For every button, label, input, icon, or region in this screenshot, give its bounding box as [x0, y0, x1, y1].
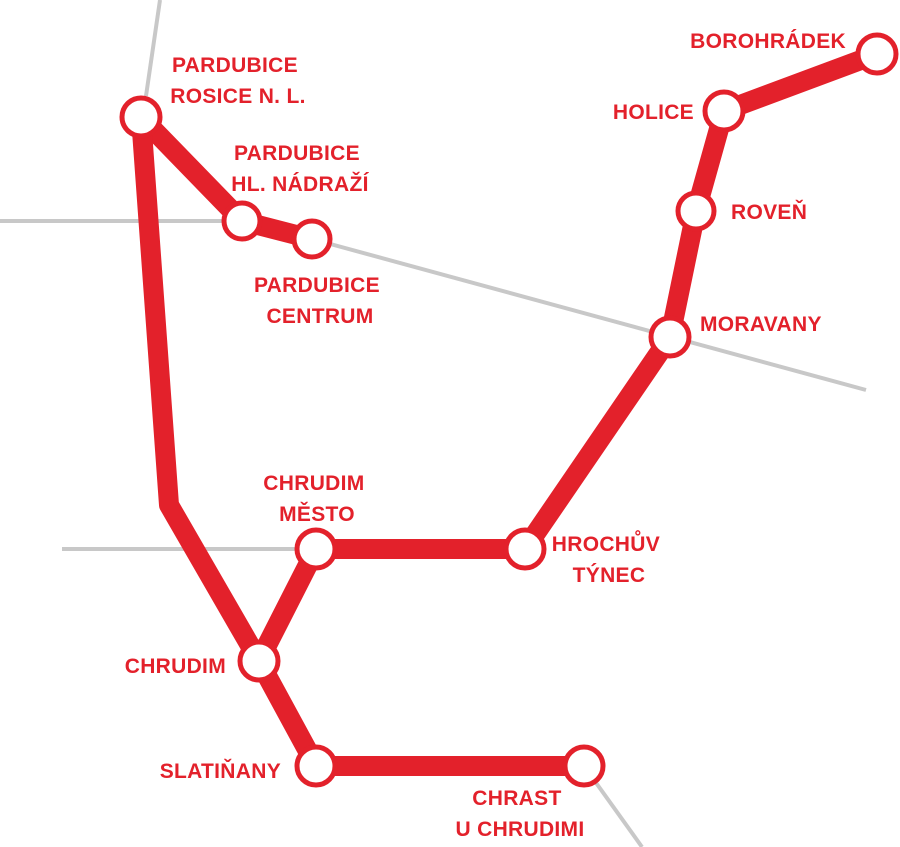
- label-chrast-line1: CHRAST: [472, 787, 561, 810]
- label-chrudim-mesto-line2: MĚSTO: [279, 502, 355, 526]
- label-slatinany: SLATIŇANY: [160, 759, 281, 783]
- station-labels: PARDUBICE ROSICE N. L. PARDUBICE HL. NÁD…: [125, 30, 846, 841]
- label-hrochuv-tynec: HROCHŮV TÝNEC: [552, 530, 666, 587]
- route-segment-rosice-to-chrudim: [131, 107, 269, 671]
- label-pardubice-centrum-line1: PARDUBICE: [254, 274, 380, 297]
- label-pardubice-rosice-line2: ROSICE N. L.: [170, 85, 305, 108]
- station-hrochuv-tynec[interactable]: [503, 527, 547, 571]
- label-pardubice-centrum: PARDUBICE CENTRUM: [254, 274, 386, 328]
- station-chrudim-mesto[interactable]: [294, 527, 338, 571]
- label-pardubice-hl-nadrazi-line1: PARDUBICE: [234, 142, 360, 165]
- station-chrast-u-chrudimi[interactable]: [562, 744, 606, 788]
- label-moravany: MORAVANY: [700, 313, 822, 336]
- station-chrudim[interactable]: [237, 639, 281, 683]
- station-pardubice-centrum[interactable]: [291, 218, 333, 260]
- label-chrast-u-chrudimi: CHRAST U CHRUDIMI: [456, 787, 585, 841]
- station-moravany[interactable]: [648, 315, 692, 359]
- label-pardubice-rosice: PARDUBICE ROSICE N. L.: [170, 54, 305, 108]
- station-pardubice-rosice[interactable]: [119, 95, 163, 139]
- stations: [119, 32, 899, 788]
- context-line-north: [144, 0, 162, 97]
- label-roven: ROVEŇ: [731, 200, 807, 224]
- label-pardubice-hl-nadrazi-line2: HL. NÁDRAŽÍ: [231, 172, 369, 196]
- label-hrochuv-tynec-line2: TÝNEC: [573, 563, 646, 587]
- label-chrudim-mesto: CHRUDIM MĚSTO: [263, 472, 370, 526]
- label-pardubice-hl-nadrazi: PARDUBICE HL. NÁDRAŽÍ: [231, 142, 369, 196]
- label-pardubice-centrum-line2: CENTRUM: [266, 305, 373, 328]
- label-hrochuv-tynec-line1: HROCHŮV: [552, 530, 660, 556]
- station-slatinany[interactable]: [294, 744, 338, 788]
- station-pardubice-hl-nadrazi[interactable]: [221, 200, 263, 242]
- label-pardubice-rosice-line1: PARDUBICE: [172, 54, 298, 77]
- label-chrudim: CHRUDIM: [125, 655, 226, 678]
- label-holice: HOLICE: [613, 101, 694, 124]
- station-holice[interactable]: [702, 89, 746, 133]
- station-borohradek[interactable]: [855, 32, 899, 76]
- context-line-east-pardubice: [311, 237, 867, 392]
- label-chrast-line2: U CHRUDIMI: [456, 818, 585, 841]
- label-chrudim-mesto-line1: CHRUDIM: [263, 472, 364, 495]
- station-roven[interactable]: [675, 190, 717, 232]
- label-borohradek: BOROHRÁDEK: [690, 30, 846, 53]
